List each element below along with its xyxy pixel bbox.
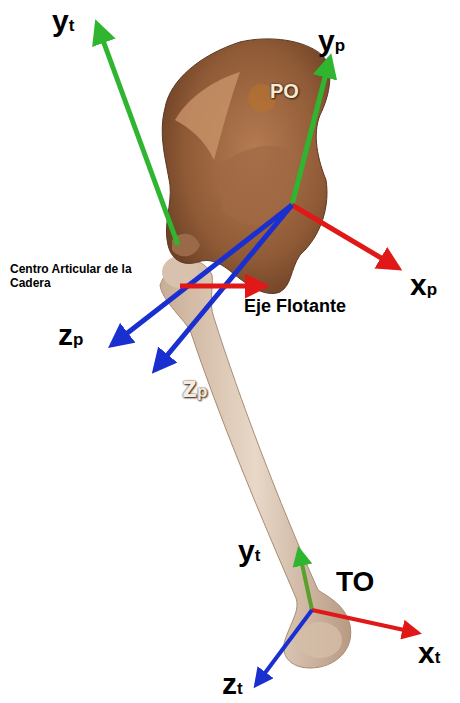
origin-label: TO [336, 566, 374, 598]
axis-label: yt [52, 6, 74, 36]
axis-label: xp [410, 270, 437, 300]
origin-label: PO [270, 80, 299, 103]
axis-label: xt [418, 638, 440, 668]
axis-label: zp [182, 372, 207, 402]
axis-label: zt [222, 669, 243, 699]
axis-label: zp [58, 320, 83, 350]
axis-label: yp [318, 26, 345, 56]
joint-label: Centro Articular de la Cadera [10, 262, 150, 290]
floating-axis-label: Eje Flotante [244, 296, 346, 317]
axis-label: yt [238, 536, 260, 566]
